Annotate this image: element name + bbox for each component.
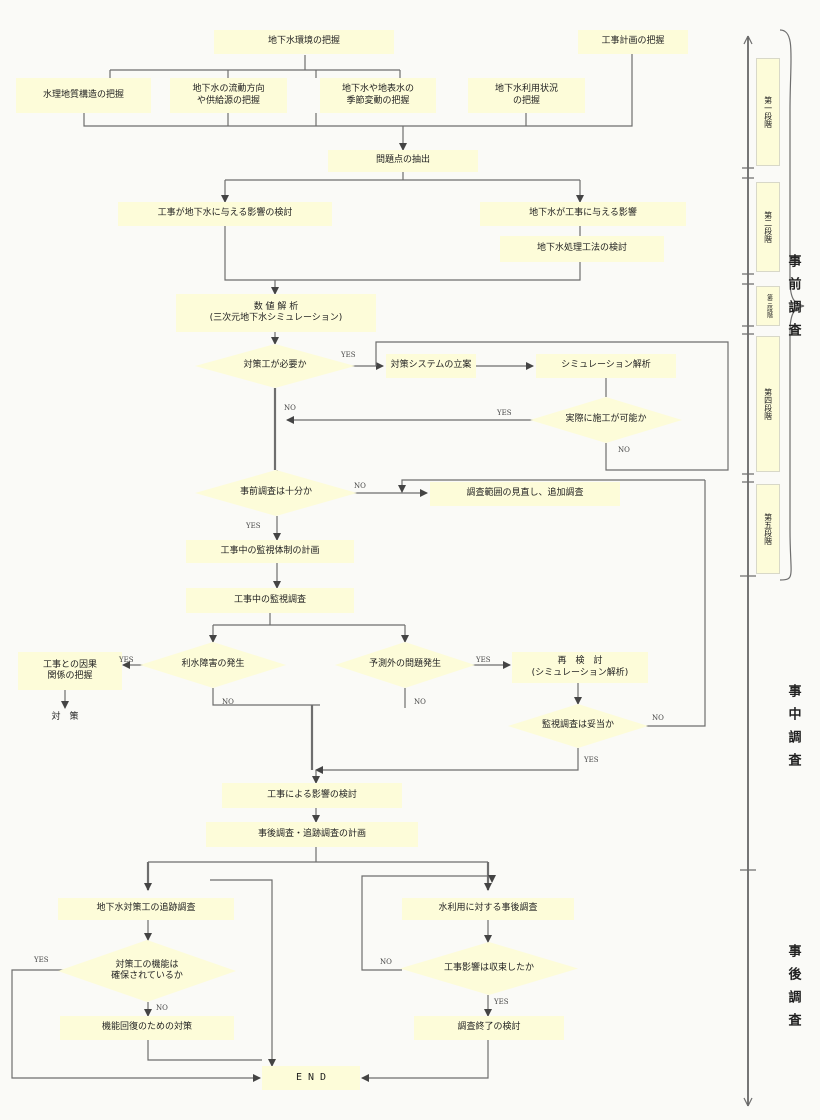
- label-yes-damage: YES: [119, 656, 134, 664]
- node-monitoring-survey: 工事中の監視調査: [186, 588, 354, 613]
- node-treatment-method: 地下水処理工法の検討: [500, 236, 664, 262]
- node-gw-env: 地下水環境の把握: [214, 30, 394, 54]
- node-end-review: 調査終了の検討: [414, 1016, 564, 1040]
- label-no-appropriate: NO: [652, 714, 664, 722]
- node-water-usage: 地下水利用状況 の把握: [468, 78, 585, 113]
- node-problem-extraction: 問題点の抽出: [328, 150, 478, 172]
- node-impact-on-groundwater: 工事が地下水に与える影響の検討: [118, 202, 332, 226]
- node-seasonal-change: 地下水や地表水の 季節変動の把握: [320, 78, 436, 113]
- stage-3: 第三段階: [756, 286, 780, 326]
- label-no-converged: NO: [380, 958, 392, 966]
- label-no-need: NO: [284, 404, 296, 412]
- label-no-function: NO: [156, 1004, 168, 1012]
- node-flow-direction: 地下水の流動方向 や供給源の把握: [170, 78, 287, 113]
- phase-pre-survey: 事前調査: [785, 254, 801, 346]
- node-simulation-analysis: シミュレーション解析: [536, 354, 676, 378]
- label-no-unexpected: NO: [414, 698, 426, 706]
- stage-2: 第二段階: [756, 182, 780, 272]
- node-post-survey-plan: 事後調査・追跡調査の計画: [206, 822, 418, 847]
- label-yes-converged: YES: [494, 998, 509, 1006]
- node-construction-plan: 工事計画の把握: [578, 30, 688, 54]
- node-end: E N D: [262, 1066, 360, 1090]
- label-no-damage: NO: [222, 698, 234, 706]
- node-effect-study: 工事による影響の検討: [222, 783, 402, 808]
- node-function-recovery: 機能回復のための対策: [60, 1016, 234, 1040]
- label-yes-appropriate: YES: [584, 756, 599, 764]
- node-causal-relation: 工事との因果 関係の把握: [18, 652, 122, 690]
- label-no-feasible: NO: [618, 446, 630, 454]
- node-trace-survey: 地下水対策工の追跡調査: [58, 898, 234, 920]
- node-reexamination: 再 検 討 (シミュレーション解析): [512, 652, 648, 683]
- label-yes-function: YES: [34, 956, 49, 964]
- label-yes-need: YES: [341, 351, 356, 359]
- phase-post-survey: 事後調査: [785, 944, 801, 1036]
- node-measures: 対 策: [51, 712, 79, 723]
- stage-1: 第一段階: [756, 58, 780, 166]
- node-impact-on-construction: 地下水が工事に与える影響: [480, 202, 686, 226]
- node-numerical-analysis: 数 値 解 析 (三次元地下水シミュレーション): [176, 294, 376, 332]
- node-monitoring-plan: 工事中の監視体制の計画: [186, 540, 354, 563]
- phase-during-survey: 事中調査: [785, 684, 801, 776]
- label-no-sufficient: NO: [354, 482, 366, 490]
- stage-5: 第五段階: [756, 484, 780, 574]
- stage-4: 第四段階: [756, 336, 780, 472]
- node-post-water-survey: 水利用に対する事後調査: [402, 898, 574, 920]
- node-system-proposal: 対策システムの立案: [386, 354, 476, 378]
- label-yes-feasible: YES: [497, 409, 512, 417]
- node-geo-structure: 水理地質構造の把握: [16, 78, 151, 113]
- node-additional-survey: 調査範囲の見直し、追加調査: [430, 482, 620, 506]
- label-yes-unexpected: YES: [476, 656, 491, 664]
- label-yes-sufficient: YES: [246, 522, 261, 530]
